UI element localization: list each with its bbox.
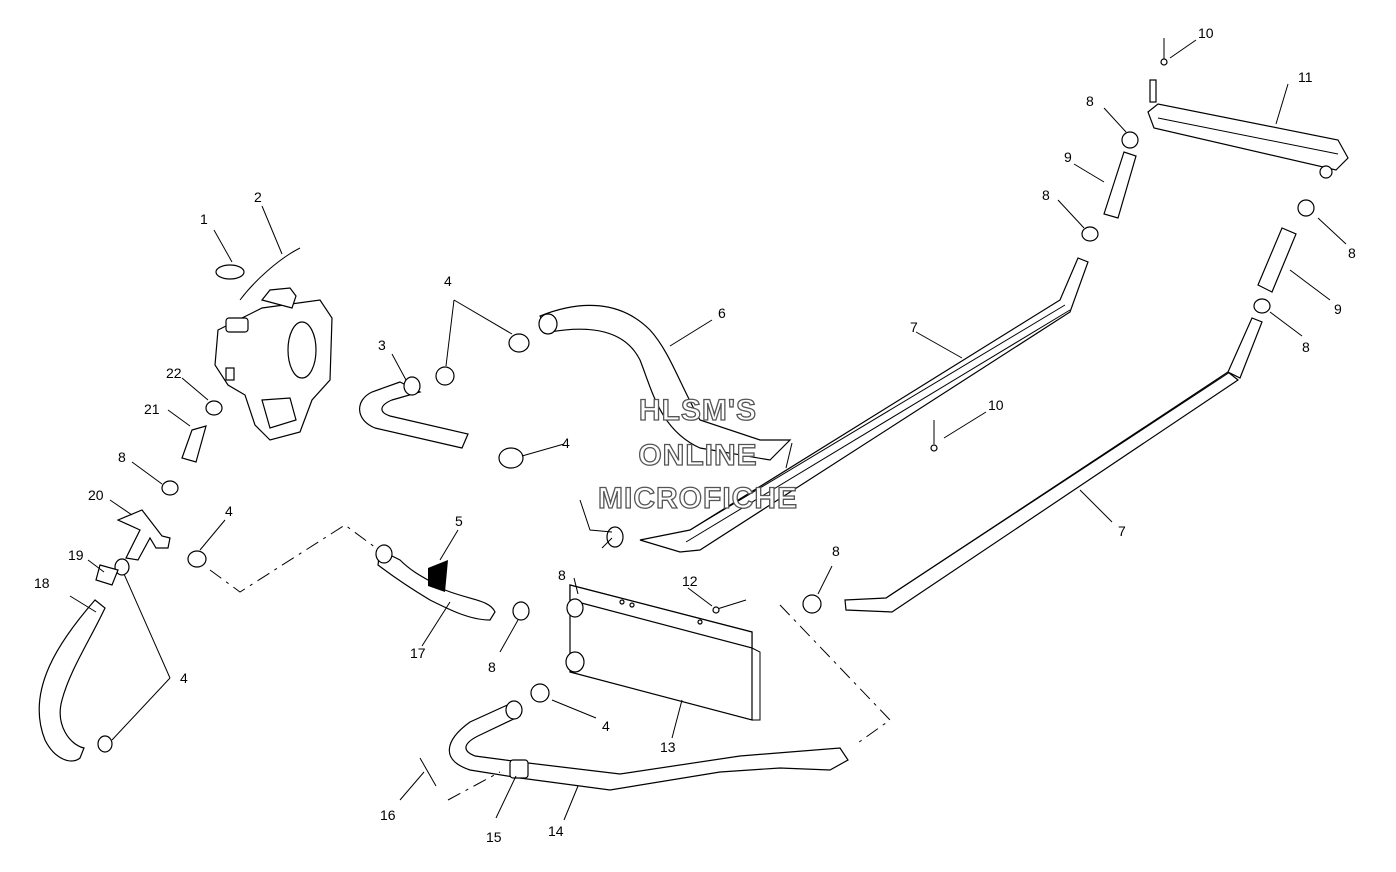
coolant-reservoir xyxy=(214,247,333,441)
callout-17: 17 xyxy=(410,645,426,661)
hose-3 xyxy=(359,333,530,469)
callout-9: 9 xyxy=(1064,149,1072,165)
lower-cooler-tube xyxy=(802,199,1315,614)
routing-lines xyxy=(209,442,891,801)
callout-8: 8 xyxy=(1348,245,1356,261)
callout-1: 1 xyxy=(200,211,208,227)
callout-21: 21 xyxy=(144,401,160,417)
callout-22: 22 xyxy=(166,365,182,381)
bolt-10 xyxy=(930,38,1168,452)
callout-4: 4 xyxy=(602,718,610,734)
callout-11: 11 xyxy=(1298,69,1313,85)
callout-4: 4 xyxy=(562,435,570,451)
callout-19: 19 xyxy=(68,547,84,563)
hose-6 xyxy=(538,304,792,461)
callout-8: 8 xyxy=(488,659,496,675)
watermark-line-2: ONLINE xyxy=(638,439,757,472)
callout-8: 8 xyxy=(118,449,126,465)
callout-4: 4 xyxy=(180,670,188,686)
callout-7: 7 xyxy=(910,319,918,335)
callout-18: 18 xyxy=(34,575,50,591)
callout-8: 8 xyxy=(1086,93,1094,109)
callout-8: 8 xyxy=(832,543,840,559)
callout-6: 6 xyxy=(718,305,726,321)
callout-16: 16 xyxy=(380,807,396,823)
callout-10: 10 xyxy=(1198,25,1214,41)
callout-10: 10 xyxy=(988,397,1004,413)
hose-5-17 xyxy=(375,544,530,621)
callout-8: 8 xyxy=(558,567,566,583)
manifold-11 xyxy=(1147,79,1349,179)
callout-7: 7 xyxy=(1118,523,1126,539)
callout-2: 2 xyxy=(254,189,262,205)
callout-14: 14 xyxy=(548,823,564,839)
watermark-line-1: HLSM'S xyxy=(639,394,757,427)
callout-5: 5 xyxy=(455,513,463,529)
upper-cooler-tube xyxy=(606,131,1139,553)
hose-14 xyxy=(419,700,849,791)
callout-9: 9 xyxy=(1334,301,1342,317)
callout-12: 12 xyxy=(682,573,698,589)
callout-3: 3 xyxy=(378,337,386,353)
watermark: HLSM'S ONLINE MICROFICHE xyxy=(597,393,798,515)
watermark-line-3: MICROFICHE xyxy=(598,482,798,515)
callout-4: 4 xyxy=(225,503,233,519)
callout-8: 8 xyxy=(1042,187,1050,203)
callout-20: 20 xyxy=(88,487,104,503)
heat-exchanger-13 xyxy=(530,584,761,721)
callout-15: 15 xyxy=(486,829,502,845)
leader-lines xyxy=(69,39,1347,821)
callout-numbers: 1 2 3 4 4 4 4 4 5 6 7 7 8 8 8 8 8 8 8 8 … xyxy=(34,25,1356,845)
callout-4: 4 xyxy=(444,273,452,289)
callout-13: 13 xyxy=(660,739,676,755)
callout-8: 8 xyxy=(1302,339,1310,355)
left-hose-assembly xyxy=(38,400,223,762)
